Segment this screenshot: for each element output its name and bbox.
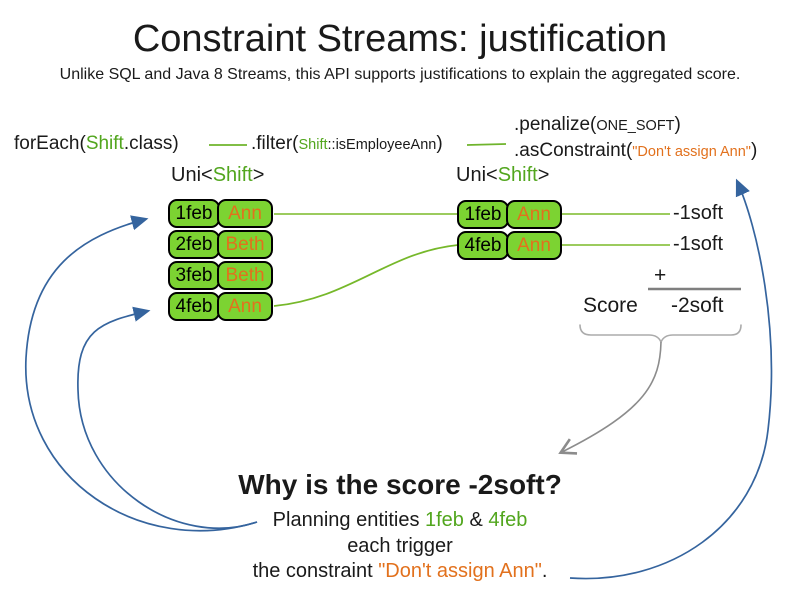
code-asconstraint-arg: "Don't assign Ann" <box>632 144 751 160</box>
why-line-2: each trigger <box>347 535 453 557</box>
code-asconstraint: .asConstraint("Don't assign Ann") <box>514 140 757 162</box>
why-line1-pre: Planning entities <box>272 509 425 531</box>
code-asconstraint-pre: .asConstraint( <box>514 140 633 161</box>
uni-right-pre: Uni< <box>456 164 498 186</box>
explanation-arrow <box>558 341 662 455</box>
why-line1-entity2: 4feb <box>488 509 528 531</box>
penalty-label-1: -1soft <box>673 202 724 224</box>
employee-cell: Ann <box>506 231 562 260</box>
code-foreach-pre: forEach( <box>14 133 86 154</box>
plus-sign: + <box>654 264 667 287</box>
code-filter-close: ) <box>436 133 443 154</box>
code-penalize: .penalize(ONE_SOFT) <box>514 114 681 136</box>
stream-type-label-right: Uni<Shift> <box>456 164 549 187</box>
code-filter: .filter(Shift::isEmployeeAnn) <box>251 133 443 155</box>
pipeline-connector-2 <box>466 143 507 146</box>
why-line1-mid: & <box>463 509 489 531</box>
why-line3-pre: the constraint <box>252 560 379 582</box>
why-line-3: the constraint "Don't assign Ann". <box>0 560 800 583</box>
code-filter-pre: .filter( <box>251 133 299 154</box>
date-cell: 1feb <box>457 200 509 229</box>
shift-row-3feb: 3feb Beth <box>168 261 273 290</box>
shift-row-4feb: 4feb Ann <box>168 292 273 321</box>
code-foreach-class: Shift <box>85 133 124 154</box>
score-label: Score <box>583 294 638 317</box>
shift-row-1feb: 1feb Ann <box>168 199 273 228</box>
page-title: Constraint Streams: justification <box>132 18 668 60</box>
score-value: -2soft <box>671 294 724 317</box>
employee-cell: Beth <box>217 261 273 290</box>
why-line1-entity1: 1feb <box>425 509 464 531</box>
employee-cell: Beth <box>217 230 273 259</box>
date-cell: 3feb <box>168 261 220 290</box>
why-line-1: Planning entities 1feb & 4feb <box>0 509 800 532</box>
why-line3-post: . <box>541 560 548 582</box>
code-penalize-pre: .penalize( <box>514 114 597 135</box>
filtered-row-1feb: 1feb Ann <box>457 200 562 229</box>
uni-left-class: Shift <box>212 164 253 186</box>
date-cell: 1feb <box>168 199 220 228</box>
uni-right-post: > <box>537 164 550 186</box>
uni-left-post: > <box>252 164 265 186</box>
code-filter-arg-rest: ::isEmployeeAnn <box>327 137 437 153</box>
penalty-label-2: -1soft <box>673 233 724 255</box>
filtered-row-4feb: 4feb Ann <box>457 231 562 260</box>
underbrace <box>579 324 742 345</box>
code-foreach-post: .class) <box>123 133 179 154</box>
code-asconstraint-close: ) <box>750 140 758 161</box>
employee-cell: Ann <box>217 292 273 321</box>
employee-cell: Ann <box>506 200 562 229</box>
code-foreach: forEach(Shift.class) <box>14 133 179 155</box>
uni-left-pre: Uni< <box>171 164 213 186</box>
why-heading: Why is the score -2soft? <box>238 469 562 500</box>
date-cell: 4feb <box>168 292 220 321</box>
page-subtitle: Unlike SQL and Java 8 Streams, this API … <box>59 66 741 83</box>
why-line3-constraint: "Don't assign Ann" <box>378 560 542 582</box>
match-line-4feb <box>273 244 459 307</box>
shift-row-2feb: 2feb Beth <box>168 230 273 259</box>
uni-right-class: Shift <box>497 164 538 186</box>
date-cell: 4feb <box>457 231 509 260</box>
employee-cell: Ann <box>217 199 273 228</box>
code-filter-arg-class: Shift <box>298 137 328 153</box>
date-cell: 2feb <box>168 230 220 259</box>
stream-type-label-left: Uni<Shift> <box>171 164 264 187</box>
code-penalize-close: ) <box>674 114 681 135</box>
code-penalize-arg: ONE_SOFT <box>596 118 675 134</box>
